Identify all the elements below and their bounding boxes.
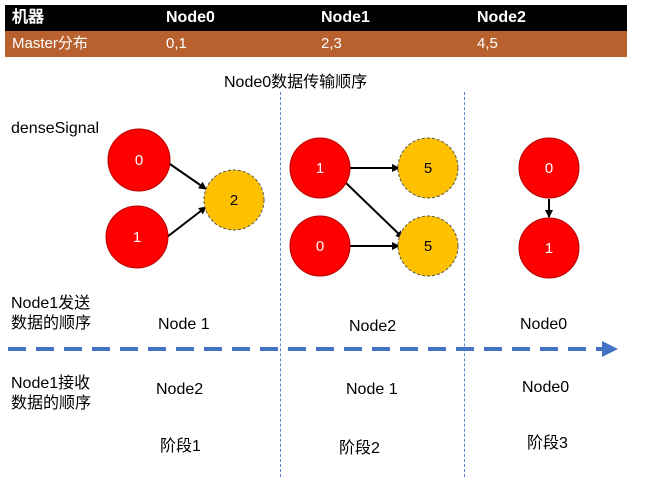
stage1-recv: Node2 [156, 381, 204, 398]
stage-divider-1 [280, 92, 281, 477]
header-node1: Node1 [321, 9, 370, 26]
stage3-recv: Node0 [522, 379, 570, 396]
svg-text:1: 1 [316, 160, 324, 177]
stage2-recv: Node 1 [346, 381, 398, 398]
stage2-node-5b: 5 [397, 215, 459, 277]
diagram-title: Node0数据传输顺序 [224, 74, 368, 91]
stage3-node-0: 0 [518, 137, 580, 199]
header-node2: Node2 [477, 9, 526, 26]
svg-text:0: 0 [316, 238, 324, 255]
send-label-line2: 数据的顺序 [11, 315, 92, 332]
stage2-send: Node2 [349, 318, 397, 335]
stage3-send: Node0 [520, 316, 568, 333]
master-row: Master分布 0,1 2,3 4,5 [5, 31, 627, 57]
header-machine: 机器 [12, 9, 45, 26]
stage3-label: 阶段3 [527, 435, 568, 452]
edge-s2-1-to-5b [345, 182, 404, 239]
recv-label-line2: 数据的顺序 [11, 395, 92, 412]
stage2-node-5a: 5 [397, 137, 459, 199]
master-node2: 4,5 [477, 35, 498, 52]
svg-text:5: 5 [424, 160, 432, 177]
master-label: Master分布 [12, 35, 88, 52]
header-row: 机器 Node0 Node1 Node2 [5, 5, 627, 31]
svg-text:2: 2 [230, 192, 238, 209]
edge-s1-1-to-2 [166, 206, 207, 238]
master-node0: 0,1 [166, 35, 187, 52]
stage1-label: 阶段1 [160, 438, 201, 455]
stage1-node-2: 2 [203, 169, 265, 231]
stage2-label: 阶段2 [339, 440, 380, 457]
stage1-send: Node 1 [158, 316, 210, 333]
svg-text:0: 0 [135, 152, 143, 169]
master-node1: 2,3 [321, 35, 342, 52]
stage1-node-1: 1 [105, 205, 169, 269]
recv-label-line1: Node1接收 [11, 375, 91, 392]
dense-signal-label: denseSignal [11, 120, 100, 137]
svg-text:1: 1 [545, 240, 553, 257]
header-node0: Node0 [166, 9, 215, 26]
stage-divider-2 [464, 92, 465, 477]
stage2-node-0: 0 [289, 215, 351, 277]
send-label-line1: Node1发送 [11, 295, 91, 312]
svg-text:0: 0 [545, 160, 553, 177]
stage1-node-0: 0 [107, 128, 171, 192]
edge-s1-0-to-2 [166, 161, 207, 190]
stage3-node-1: 1 [518, 217, 580, 279]
stage2-node-1: 1 [289, 137, 351, 199]
svg-text:5: 5 [424, 238, 432, 255]
svg-text:1: 1 [133, 229, 141, 246]
